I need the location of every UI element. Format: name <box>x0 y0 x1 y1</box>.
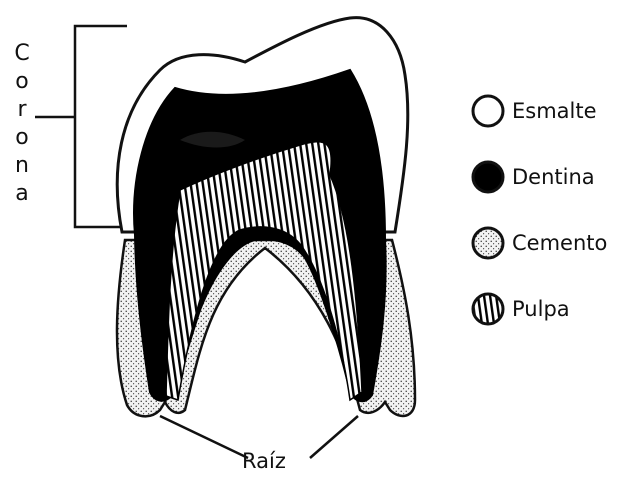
cementum-swatch-icon <box>470 225 506 261</box>
crown-letter-6: a <box>8 180 36 208</box>
crown-bracket <box>35 26 127 227</box>
legend-item-enamel: Esmalte <box>470 78 630 144</box>
legend-item-dentin: Dentina <box>470 144 630 210</box>
legend-label: Cemento <box>512 231 607 255</box>
legend-label: Pulpa <box>512 297 570 321</box>
crown-letter-1: C <box>8 40 36 68</box>
dentin-swatch-icon <box>470 159 506 195</box>
crown-letter-5: n <box>8 152 36 180</box>
legend-item-pulp: Pulpa <box>470 276 630 342</box>
legend-label: Esmalte <box>512 99 597 123</box>
crown-label: C o r o n a <box>8 40 36 208</box>
root-label: Raíz <box>242 449 286 473</box>
legend-label: Dentina <box>512 165 595 189</box>
crown-letter-2: o <box>8 68 36 96</box>
enamel-swatch-icon <box>470 93 506 129</box>
crown-letter-4: o <box>8 124 36 152</box>
crown-letter-3: r <box>8 96 36 124</box>
legend-item-cementum: Cemento <box>470 210 630 276</box>
legend: Esmalte Dentina Cemento Pulpa <box>470 78 630 342</box>
pulp-swatch-icon <box>470 291 506 327</box>
